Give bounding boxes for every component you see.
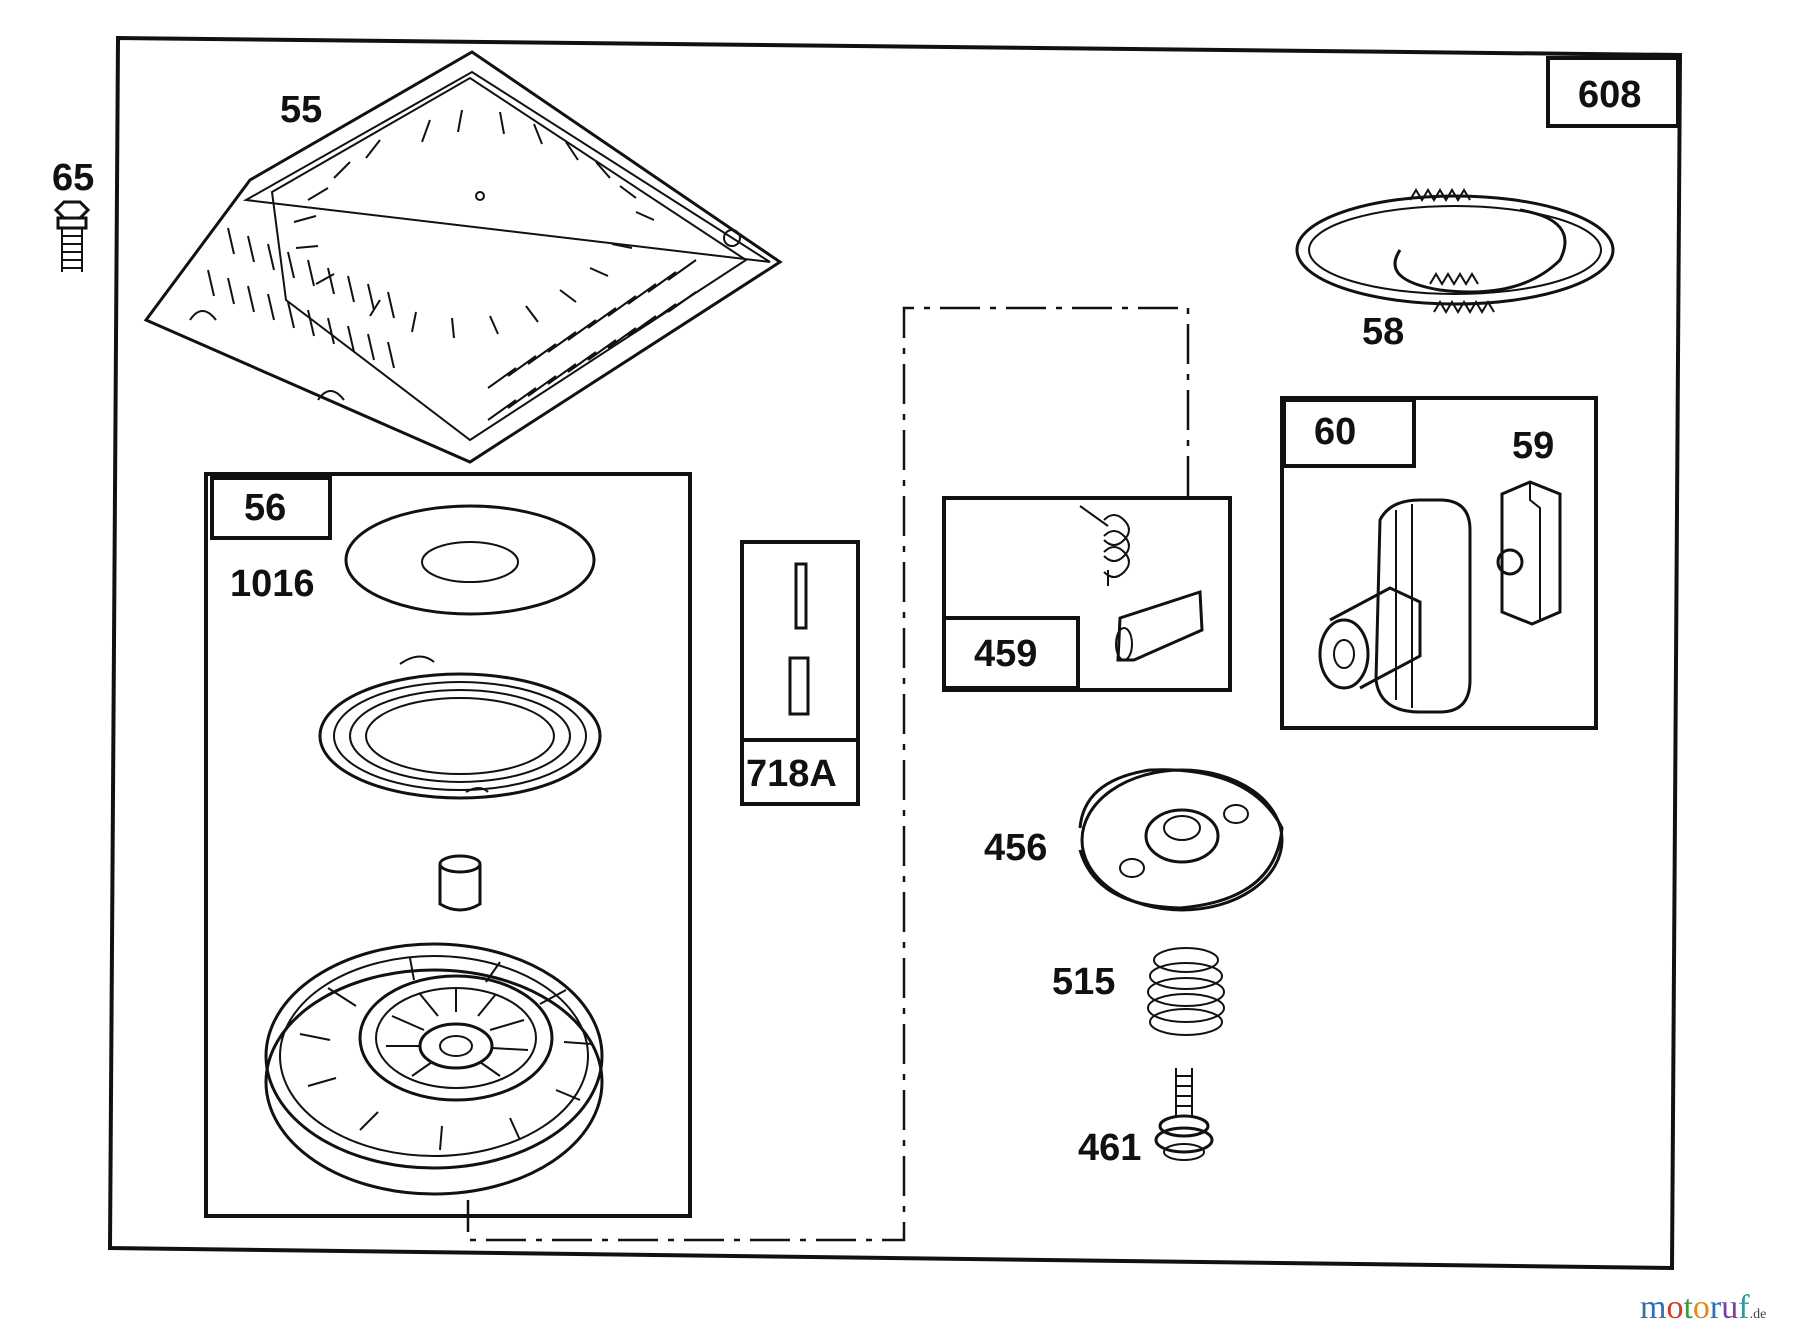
label-459: 459 [974,633,1037,675]
watermark-letter: r [1710,1289,1722,1326]
label-718A: 718A [746,753,837,795]
label-608: 608 [1578,74,1641,116]
label-456: 456 [984,827,1047,869]
blower-housing-55-icon [143,50,783,464]
label-461: 461 [1078,1127,1141,1169]
starter-rope-58-icon [1295,188,1615,314]
label-65: 65 [52,157,94,199]
label-box-608 [1546,56,1680,128]
watermark-letter: f [1738,1289,1750,1326]
watermark-letter: u [1721,1289,1738,1326]
group-box-60 [1280,396,1598,730]
label-55: 55 [280,89,322,131]
label-515: 515 [1052,961,1115,1003]
ratchet-456-icon [1078,768,1284,912]
label-59: 59 [1512,425,1554,467]
outer-frame [107,35,1683,1271]
label-56: 56 [244,487,286,529]
watermark-letter: o [1693,1289,1710,1326]
pulley-icon [264,942,604,1196]
label-box-60 [1282,398,1416,468]
label-box-459 [942,616,1080,690]
watermark-letter: m [1640,1289,1666,1326]
watermark-letter: t [1683,1289,1693,1326]
spring-515-icon [1147,947,1225,1036]
spring-459-icon [1079,505,1130,586]
group-box-718A [740,540,860,806]
group-box-459 [942,496,1232,692]
handle-60-icon [1318,498,1472,714]
label-1016: 1016 [230,563,315,605]
label-60: 60 [1314,411,1356,453]
screw-461-icon [1154,1068,1214,1161]
washer-1016-icon [344,504,596,616]
roll-pin-icon [788,562,810,716]
insert-59-icon [1496,480,1562,626]
svg-text:motoruf.de: motoruf.de [1640,1289,1766,1326]
group-box-56 [204,472,692,1218]
label-58: 58 [1362,311,1404,353]
label-box-56 [210,476,332,540]
connector-line [466,306,1190,1242]
bolt-65-icon [53,200,91,272]
watermark-letter: o [1666,1289,1683,1326]
pawl-459-icon [1115,589,1204,662]
watermark-suffix: .de [1750,1307,1767,1322]
pin-icon [438,854,482,912]
watermark: motoruf.de [1640,1289,1766,1326]
recoil-spring-icon [318,655,602,800]
